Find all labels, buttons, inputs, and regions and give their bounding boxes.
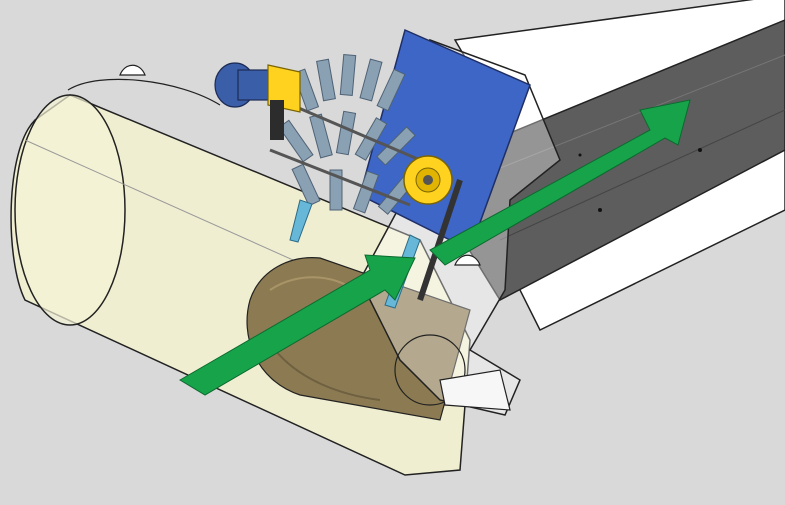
- mounting-brackets: [119, 64, 481, 266]
- drive-motor: [214, 62, 301, 140]
- drum-roller: [246, 257, 471, 421]
- brush-blades: [269, 54, 421, 215]
- arrow-right-up-icon: [179, 99, 691, 396]
- bearing-hub: [403, 155, 453, 205]
